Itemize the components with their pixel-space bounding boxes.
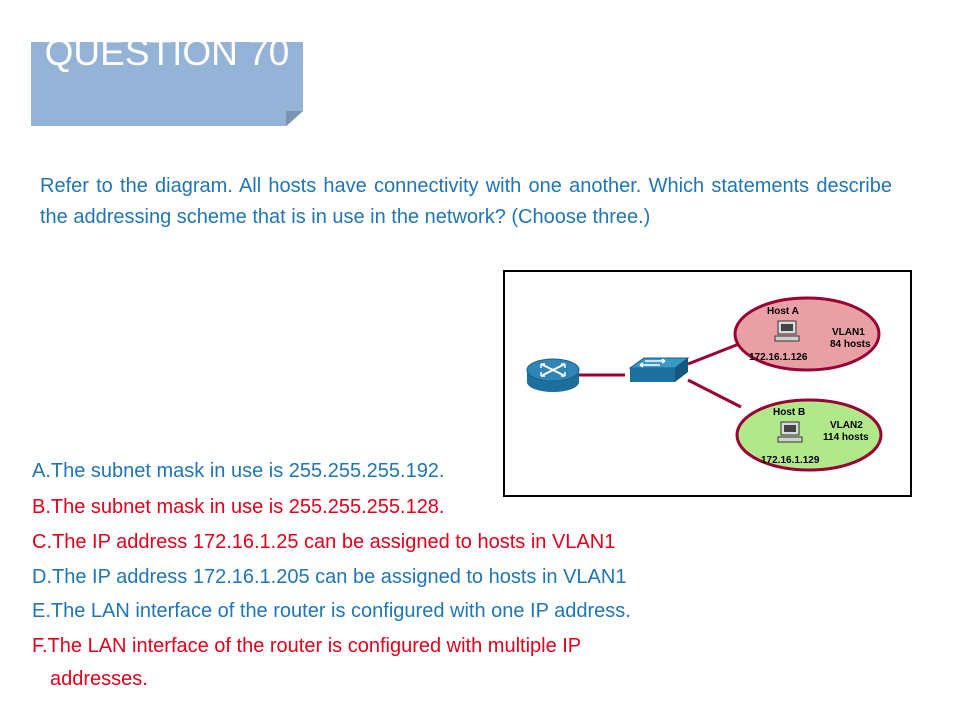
vlan2-host-count: 114 hosts (823, 432, 869, 443)
question-text: Refer to the diagram. All hosts have con… (40, 175, 892, 228)
badge-fold-corner (286, 111, 303, 126)
question-title: QUESTION 70 (44, 42, 290, 73)
host-a-ip: 172.16.1.126 (749, 352, 808, 363)
host-a-name: Host A (767, 306, 799, 317)
vlan1-ellipse (733, 296, 881, 372)
host-a-pc-icon (774, 320, 800, 342)
question-badge: QUESTION 70 (31, 42, 303, 126)
host-b-ip: 172.16.1.129 (761, 455, 820, 466)
option-e[interactable]: E.The LAN interface of the router is con… (32, 600, 631, 622)
vlan1-label: VLAN1 (832, 327, 865, 338)
router-icon (526, 358, 580, 392)
option-c[interactable]: C.The IP address 172.16.1.25 can be assi… (32, 531, 616, 553)
network-diagram-svg: Host A VLAN1 84 hosts 172.16.1.126 Host … (526, 296, 883, 472)
switch-vlan2-link (687, 378, 742, 409)
option-d[interactable]: D.The IP address 172.16.1.205 can be ass… (32, 566, 627, 588)
host-b-name: Host B (773, 407, 805, 418)
option-b[interactable]: B.The subnet mask in use is 255.255.255.… (32, 496, 445, 518)
vlan2-group: Host B VLAN2 114 hosts 172.16.1.129 (735, 398, 883, 472)
option-f[interactable]: F.The LAN interface of the router is con… (32, 635, 582, 657)
option-a[interactable]: A.The subnet mask in use is 255.255.255.… (32, 460, 445, 482)
vlan1-host-count: 84 hosts (830, 339, 871, 350)
switch-icon (628, 357, 690, 382)
vlan2-label: VLAN2 (830, 420, 863, 431)
host-b-pc-icon (777, 421, 803, 443)
vlan1-group: Host A VLAN1 84 hosts 172.16.1.126 (733, 296, 881, 372)
option-f-continuation: addresses. (50, 668, 148, 690)
network-diagram: Host A VLAN1 84 hosts 172.16.1.126 Host … (503, 270, 912, 497)
switch-vlan1-link (687, 342, 740, 366)
vlan2-ellipse (735, 398, 883, 472)
